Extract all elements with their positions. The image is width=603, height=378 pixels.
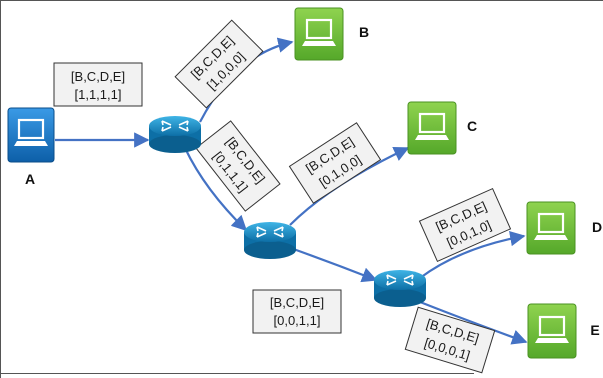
label-router2-to-router3-vector: [0,0,1,1] bbox=[274, 313, 321, 328]
link-router2-to-router3 bbox=[284, 244, 378, 283]
label-router2-to-router3-header: [B,C,D,E] bbox=[270, 295, 324, 310]
laptop-icon bbox=[534, 212, 568, 240]
host-d-name: D bbox=[592, 219, 602, 235]
router-arrows-icon bbox=[161, 120, 189, 132]
host-a[interactable]: A bbox=[7, 107, 55, 187]
laptop-icon bbox=[415, 112, 449, 140]
host-e[interactable]: E bbox=[527, 303, 600, 359]
host-c-icon bbox=[407, 101, 457, 155]
label-router3-to-d: [B,C,D,E] [0,0,1,0] bbox=[418, 187, 512, 263]
link-router1-to-router2 bbox=[184, 147, 248, 232]
router-3[interactable] bbox=[374, 270, 426, 307]
laptop-icon bbox=[14, 118, 48, 146]
host-b-name: B bbox=[359, 24, 369, 40]
router-1[interactable] bbox=[149, 116, 201, 153]
host-a-icon bbox=[7, 107, 55, 163]
host-c-name: C bbox=[467, 118, 477, 134]
host-b-icon bbox=[294, 7, 344, 61]
host-e-name: E bbox=[590, 322, 599, 338]
label-a-to-router1-header: [B,C,D,E] bbox=[71, 69, 125, 84]
label-a-to-router1-vector: [1,1,1,1] bbox=[75, 87, 122, 102]
label-router2-to-c: [B,C,D,E] [0,1,0,0] bbox=[288, 122, 382, 204]
frame-bottom-border bbox=[0, 373, 474, 374]
router-arrows-icon bbox=[256, 226, 284, 238]
label-router2-to-router3: [B,C,D,E] [0,0,1,1] bbox=[252, 289, 342, 334]
frame-top-border bbox=[0, 0, 603, 1]
laptop-icon bbox=[535, 315, 569, 343]
router-arrows-icon bbox=[386, 274, 414, 286]
link-router3-to-d bbox=[419, 230, 526, 279]
host-d[interactable]: D bbox=[526, 201, 602, 255]
host-d-icon bbox=[526, 201, 576, 255]
host-b[interactable]: B bbox=[294, 7, 369, 61]
host-a-name: A bbox=[25, 171, 35, 187]
label-a-to-router1: [B,C,D,E] [1,1,1,1] bbox=[53, 62, 143, 107]
label-router1-to-b: [B,C,D,E] [1,0,0,0] bbox=[174, 19, 264, 109]
label-router1-to-router2: [B,C,D,E] [0,1,1,1] bbox=[195, 120, 281, 212]
laptop-icon bbox=[302, 18, 336, 46]
host-e-icon bbox=[527, 303, 577, 359]
router-2[interactable] bbox=[244, 222, 296, 259]
host-c[interactable]: C bbox=[407, 101, 477, 155]
frame-left-border bbox=[0, 0, 1, 378]
label-router3-to-e: [B,C,D,E] [0,0,0,1] bbox=[404, 306, 496, 374]
